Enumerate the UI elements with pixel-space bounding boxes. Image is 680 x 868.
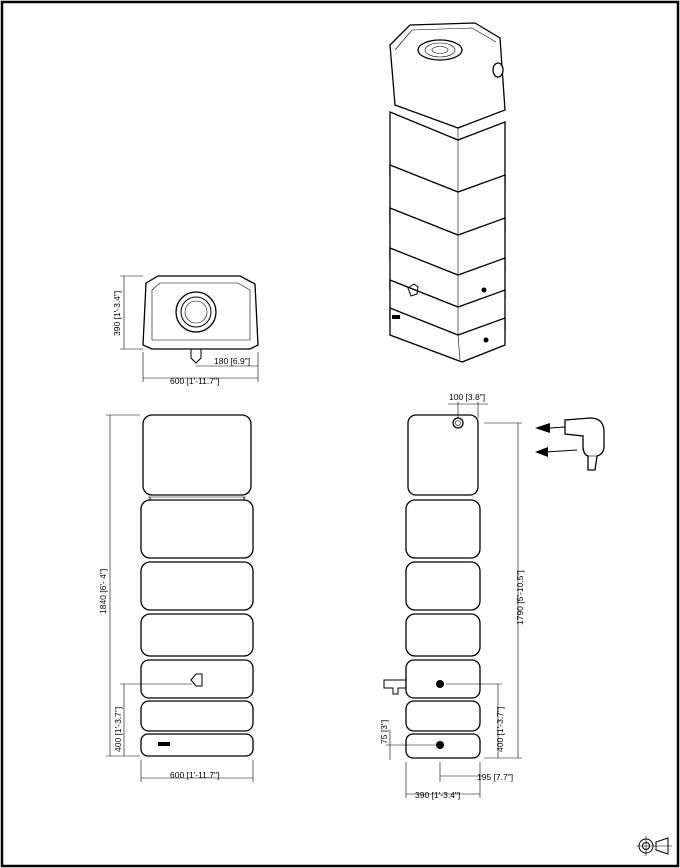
- top-view-height-label: 390 [1'-3.4"]: [112, 291, 122, 336]
- side-view-depth-label: 390 [1'-3.4"]: [415, 790, 460, 800]
- side-view-outlet-height-label: 400 [1'-3.7"]: [495, 707, 505, 752]
- side-view-inlet-height-label: 1790 [5'-10.5"]: [515, 570, 525, 625]
- top-view-width-label: 600 [1'-11.7"]: [170, 376, 219, 386]
- top-view-offset-label: 180 [6.9"]: [214, 356, 250, 366]
- top-view: [120, 275, 259, 382]
- front-view: [106, 414, 254, 782]
- front-view-total-height-label: 1840 [6'- 4"]: [98, 569, 108, 614]
- side-view-bottom-outlet-label: 75 [3"]: [379, 720, 389, 744]
- projection-symbol-icon: [636, 836, 672, 856]
- front-view-width-label: 600 [1'-11.7"]: [170, 770, 219, 780]
- side-view-offset-label: 195 [7.7"]: [477, 772, 513, 782]
- drill-icon: [535, 417, 605, 471]
- front-view-tap-height-label: 400 [1'-3.7"]: [113, 707, 123, 752]
- side-view: [383, 402, 522, 798]
- side-view-inlet-label: 100 [3.8"]: [449, 392, 485, 402]
- isometric-view: [389, 22, 506, 363]
